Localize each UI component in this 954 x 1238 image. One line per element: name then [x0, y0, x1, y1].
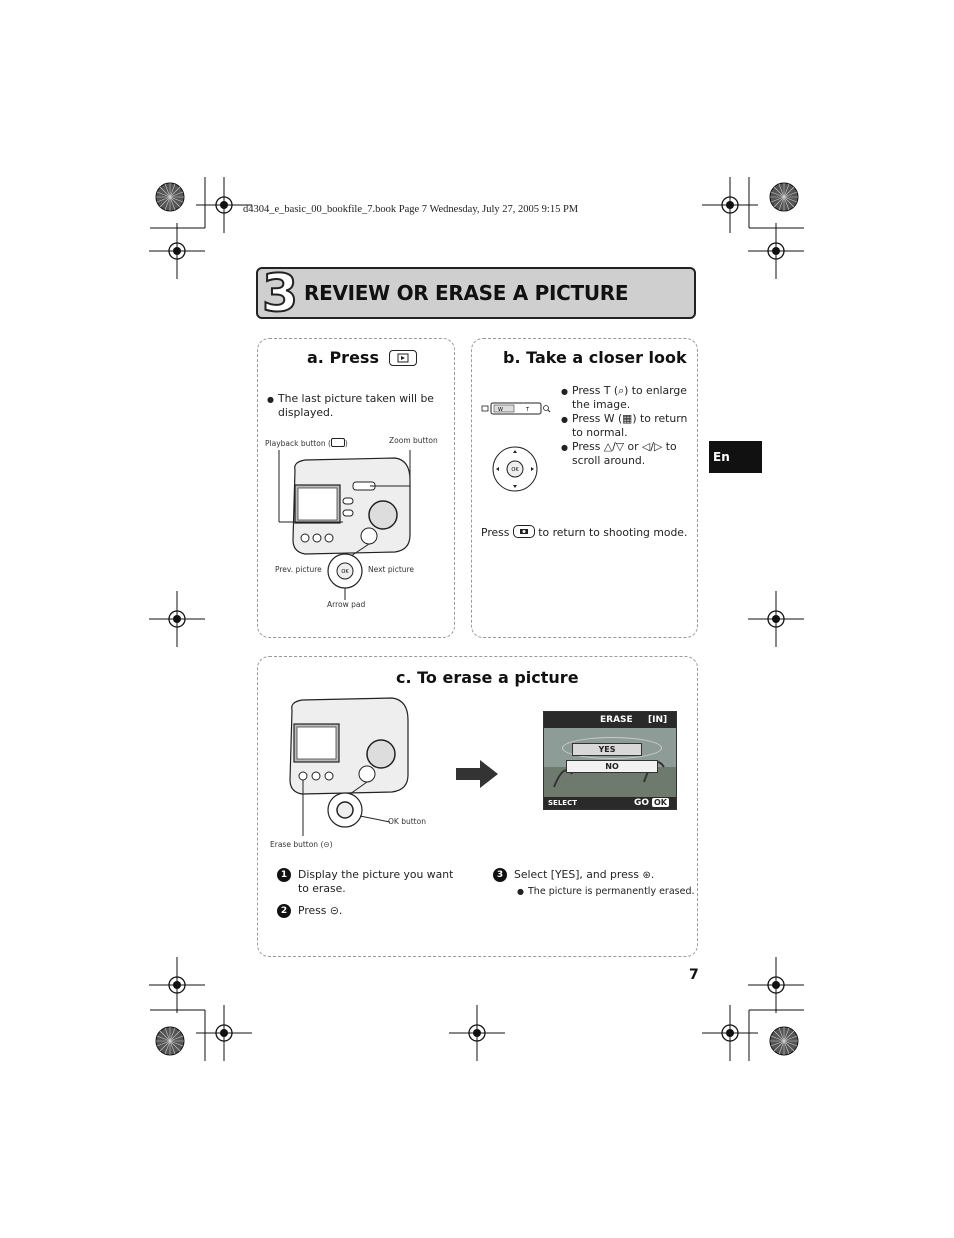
label-ok-button: OK button — [388, 817, 426, 826]
step-2-text-wrap: Press ⊝. — [298, 904, 343, 917]
right-arrow-icon — [456, 760, 498, 788]
step-3-text: Select [YES], and press — [514, 868, 639, 881]
zoom-t-label: T — [525, 407, 530, 413]
erase-icon: ⊝ — [329, 904, 339, 917]
lcd-yes-button[interactable]: YES — [572, 743, 642, 756]
page-number: 7 — [689, 967, 699, 983]
svg-text:OK: OK — [341, 569, 349, 575]
lcd-no-button[interactable]: NO — [566, 760, 658, 773]
magnify-icon: ⌕ — [618, 384, 625, 397]
step-3: 3 Select [YES], and press ⊛. — [493, 868, 693, 883]
label-next-picture: Next picture — [368, 565, 415, 574]
lcd-title: ERASE — [600, 715, 633, 725]
label-zoom-button: Zoom button — [389, 436, 438, 445]
language-tab: En — [709, 441, 762, 473]
panel-b — [471, 338, 698, 638]
label-erase-button: Erase button (⊝) — [270, 840, 333, 849]
panel-b-heading: b. Take a closer look — [503, 348, 687, 367]
panel-b-bullet-1: Press T (⌕) to enlarge the image. — [561, 384, 692, 412]
lcd-ok-label: OK — [652, 798, 669, 807]
section-title-bar — [256, 267, 696, 319]
section-number: 3 — [261, 264, 299, 324]
panel-c-heading: c. To erase a picture — [396, 668, 579, 687]
up-down-arrows-icon: △/▽ — [603, 440, 625, 453]
step-1-text: Display the picture you want to erase. — [298, 868, 454, 895]
index-grid-icon: ▦ — [622, 412, 633, 425]
camera-erase-illustration — [289, 697, 409, 836]
panel-a — [257, 338, 455, 638]
left-right-arrows-icon: ◁/▷ — [642, 440, 663, 453]
step-2-text: Press — [298, 904, 327, 917]
panel-a-heading: a. Press — [307, 348, 417, 367]
lcd-select-label: SELECT — [548, 799, 577, 807]
zoom-lever-illustration: W T — [481, 402, 551, 415]
panel-c — [257, 656, 698, 957]
step-1-number: 1 — [277, 868, 291, 882]
panel-b-bullet-3: Press △/▽ or ◁/▷ to scroll around. — [561, 440, 692, 468]
label-prev-picture: Prev. picture — [275, 565, 322, 574]
ok-icon: ⊛ — [642, 870, 651, 881]
step-3-text-wrap: Select [YES], and press ⊛. — [514, 868, 655, 881]
step-2: 2 Press ⊝. — [277, 904, 457, 918]
step-2-number: 2 — [277, 904, 291, 918]
lcd-go-label: GO — [634, 798, 650, 808]
dpad-ok-label: OK — [511, 467, 519, 473]
lcd-memory: [IN] — [648, 715, 668, 725]
panel-a-heading-text: a. Press — [307, 348, 379, 367]
file-header: d4304_e_basic_00_bookfile_7.book Page 7 … — [243, 204, 579, 215]
panel-b-return-text: Press to return to shooting mode. — [481, 525, 688, 539]
panel-b-bullet-2: Press W (▦) to return to normal. — [561, 412, 692, 440]
step-3-number: 3 — [493, 868, 507, 882]
playback-small-icon — [330, 438, 345, 447]
panel-a-bullet: The last picture taken will be displayed… — [267, 392, 438, 420]
erase-icon: ⊝ — [323, 840, 330, 849]
camera-back-illustration: OK — [278, 450, 411, 600]
zoom-w-label: W — [498, 407, 503, 413]
section-title: REVIEW OR ERASE A PICTURE — [304, 281, 629, 305]
label-playback-button: Playback button () — [265, 438, 348, 448]
dpad-illustration: OK — [492, 446, 538, 492]
label-arrow-pad: Arrow pad — [327, 600, 366, 609]
playback-icon — [388, 350, 417, 366]
step-3-note: The picture is permanently erased. — [517, 886, 694, 897]
lcd-erase-screen: ERASE [IN] YES NO SELECT GO OK — [543, 711, 677, 810]
lcd-yes-option[interactable] — [562, 737, 662, 759]
step-1: 1 Display the picture you want to erase. — [277, 868, 457, 896]
camera-mode-icon — [512, 525, 535, 538]
